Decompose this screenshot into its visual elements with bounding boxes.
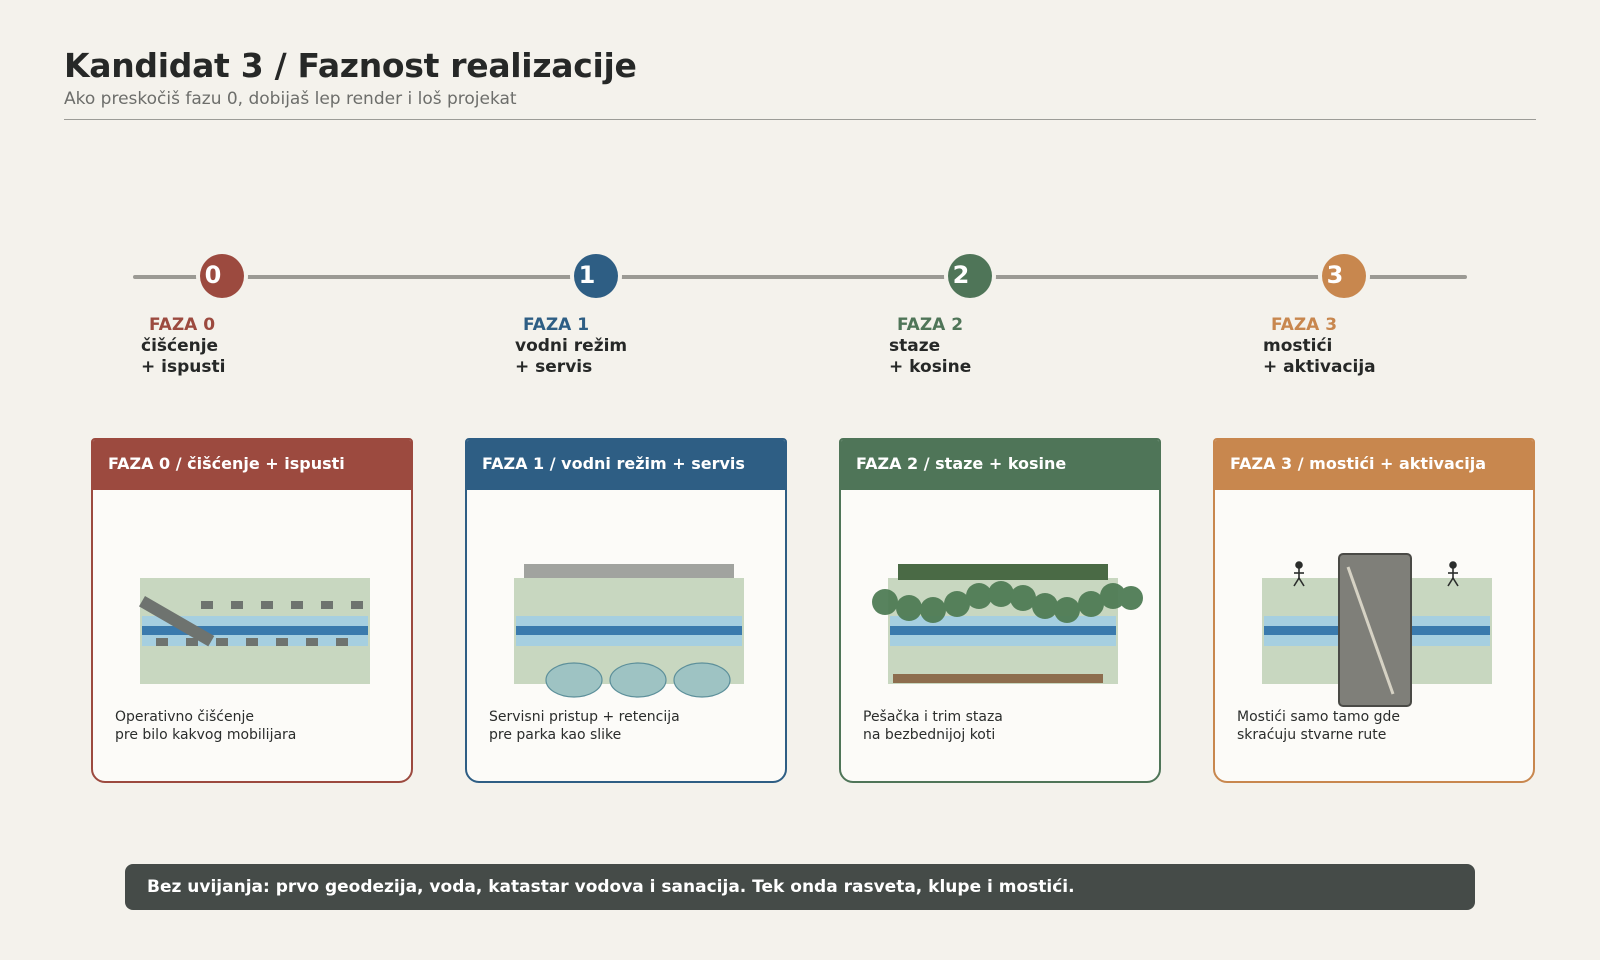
person-icon — [1447, 561, 1459, 587]
phase-3-card: FAZA 3 / mostići + aktivacija Mostići sa… — [1213, 438, 1535, 783]
phase-0-code: FAZA 0 — [149, 315, 216, 335]
phase-1-card: FAZA 1 / vodni režim + servis Servisni p… — [465, 438, 787, 783]
phase-0-card: FAZA 0 / čišćenje + ispusti Operativno č… — [91, 438, 413, 783]
phase-1-label: FAZA 1 vodni režim + servis — [515, 315, 627, 378]
phase-2-card: FAZA 2 / staze + kosine Pešačka i trim s… — [839, 438, 1161, 783]
water-regime-illustration — [514, 564, 744, 698]
phase-2-caption: Pešačka i trim staza na bezbednijoj koti — [863, 709, 1003, 743]
page-subtitle: Ako preskočiš fazu 0, dobijaš lep render… — [64, 89, 517, 109]
header: Kandidat 3 / Faznost realizacije Ako pre… — [64, 44, 1536, 110]
phase-3-label: FAZA 3 mostići + aktivacija — [1263, 315, 1376, 378]
page-title: Kandidat 3 / Faznost realizacije — [64, 46, 637, 85]
phase-2-label: FAZA 2 staze + kosine — [889, 315, 971, 378]
phase-2-line1: staze — [889, 336, 941, 356]
phase-0-caption: Operativno čišćenje pre bilo kakvog mobi… — [115, 709, 297, 743]
header-divider — [64, 119, 1536, 120]
phase-0-label: FAZA 0 čišćenje + ispusti — [141, 315, 225, 378]
phase-0-node: 0 — [200, 254, 244, 298]
person-icon — [1293, 561, 1305, 587]
cleaning-illustration — [139, 578, 370, 684]
phase-2-line2: + kosine — [889, 357, 972, 377]
phase-2-card-title: FAZA 2 / staze + kosine — [841, 440, 1159, 490]
timeline-line — [133, 275, 1467, 279]
phase-0-card-title: FAZA 0 / čišćenje + ispusti — [93, 440, 411, 490]
phase-2-node: 2 — [948, 254, 992, 298]
footer-note: Bez uvijanja: prvo geodezija, voda, kata… — [125, 864, 1475, 910]
phase-0-line1: čišćenje — [141, 336, 219, 356]
phase-1-card-title: FAZA 1 / vodni režim + servis — [467, 440, 785, 490]
phase-1-caption: Servisni pristup + retencija pre parka k… — [489, 709, 680, 743]
phase-3-card-title: FAZA 3 / mostići + aktivacija — [1215, 440, 1533, 490]
phase-3-node: 3 — [1322, 254, 1366, 298]
phase-2-code: FAZA 2 — [897, 315, 964, 335]
phase-0-line2: + ispusti — [141, 357, 226, 377]
phase-3-line2: + aktivacija — [1263, 357, 1376, 377]
phase-1-line1: vodni režim — [515, 336, 628, 356]
phase-1-node: 1 — [574, 254, 618, 298]
phase-3-line1: mostići — [1263, 336, 1333, 356]
paths-slopes-illustration — [872, 564, 1143, 684]
phase-3-code: FAZA 3 — [1271, 315, 1338, 335]
footbridge-illustration — [1262, 553, 1492, 707]
phase-3-caption: Mostići samo tamo gde skraćuju stvarne r… — [1237, 709, 1400, 743]
phase-1-code: FAZA 1 — [523, 315, 590, 335]
phase-1-line2: + servis — [515, 357, 593, 377]
